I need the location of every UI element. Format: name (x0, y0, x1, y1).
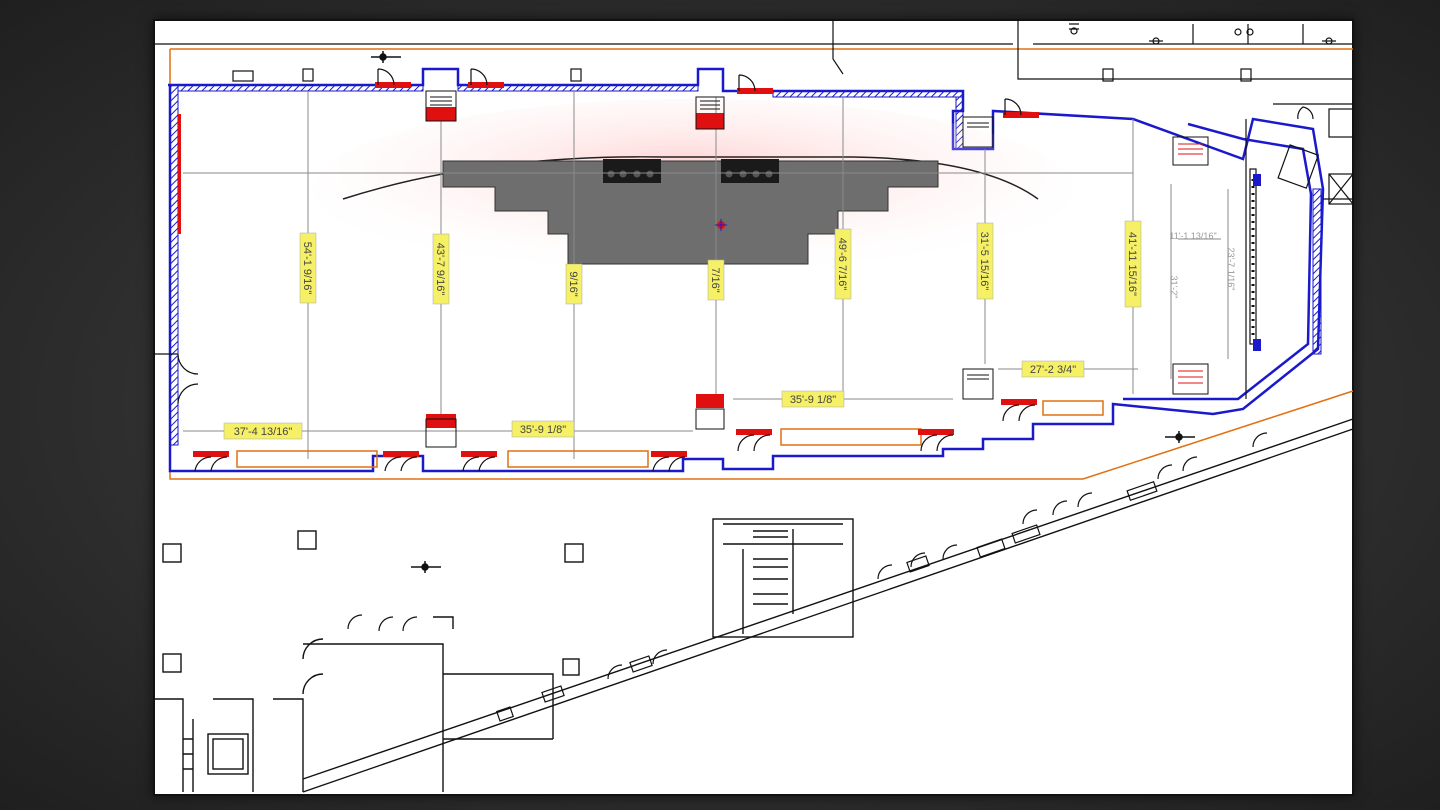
dimension-lines (183, 91, 1229, 459)
dimension-label-h4: 27'-2 3/4" (1021, 360, 1085, 378)
dimension-label-h2: 35'-9 1/8" (511, 420, 575, 438)
door-swings (153, 68, 1036, 472)
dimension-text: 7/16" (709, 267, 721, 292)
dimension-label-v4: 7/16" (707, 259, 725, 301)
stage (313, 99, 1073, 279)
floor-plan: 37'-4 13/16" 35'-9 1/8" 35'-9 1/8" 27'-2 3/… (153, 19, 1354, 793)
dimension-label-v5: 49'-6 7/16" (834, 228, 852, 300)
dimension-label-v7: 41'-11 15/16" (1124, 220, 1142, 308)
dimension-text: 37'-4 13/16" (234, 426, 293, 438)
storage-frames (236, 400, 1104, 468)
dimension-text: 35'-9 1/8" (520, 424, 566, 436)
dimension-label-v3: 9/16" (565, 263, 583, 305)
hall-walls (168, 67, 1325, 473)
dimension-text: 9/16" (567, 271, 579, 296)
dimension-small-s2: 31'-2" (1169, 276, 1179, 299)
dimension-text: 41'-11 15/16" (1126, 232, 1138, 296)
plaza-and-lower-buildings (153, 418, 1354, 793)
center-point-icon (715, 219, 727, 231)
dimension-label-v2: 43'-7 9/16" (432, 233, 450, 305)
dimension-label-h1: 37'-4 13/16" (223, 422, 303, 440)
dimension-labels: 37'-4 13/16" 35'-9 1/8" 35'-9 1/8" 27'-2 3/… (223, 220, 1236, 440)
facade-doors (347, 432, 1268, 722)
dimension-text: 31'-5 15/16" (978, 232, 990, 291)
dimension-label-v1: 54'-1 9/16" (299, 232, 317, 304)
dimension-text: 49'-6 7/16" (836, 238, 848, 291)
dimension-label-v6: 31'-5 15/16" (976, 222, 994, 300)
dimension-text: 43'-7 9/16" (434, 243, 446, 296)
dimension-text: 54'-1 9/16" (301, 242, 313, 295)
adjacent-structures-top (153, 19, 1353, 82)
stair-blocks (425, 90, 1209, 448)
blue-fixtures (1253, 174, 1261, 351)
dimension-text: 27'-2 3/4" (1030, 364, 1076, 376)
right-utility-area (1245, 103, 1354, 399)
dimension-small-s3: 23'-7 1/16" (1226, 248, 1236, 291)
dimension-text: 35'-9 1/8" (790, 394, 836, 406)
compass-cross-icon (371, 51, 1195, 573)
dimension-label-h3: 35'-9 1/8" (781, 390, 845, 408)
dimension-small-s1: 11'-1 13/16" (1169, 231, 1216, 241)
